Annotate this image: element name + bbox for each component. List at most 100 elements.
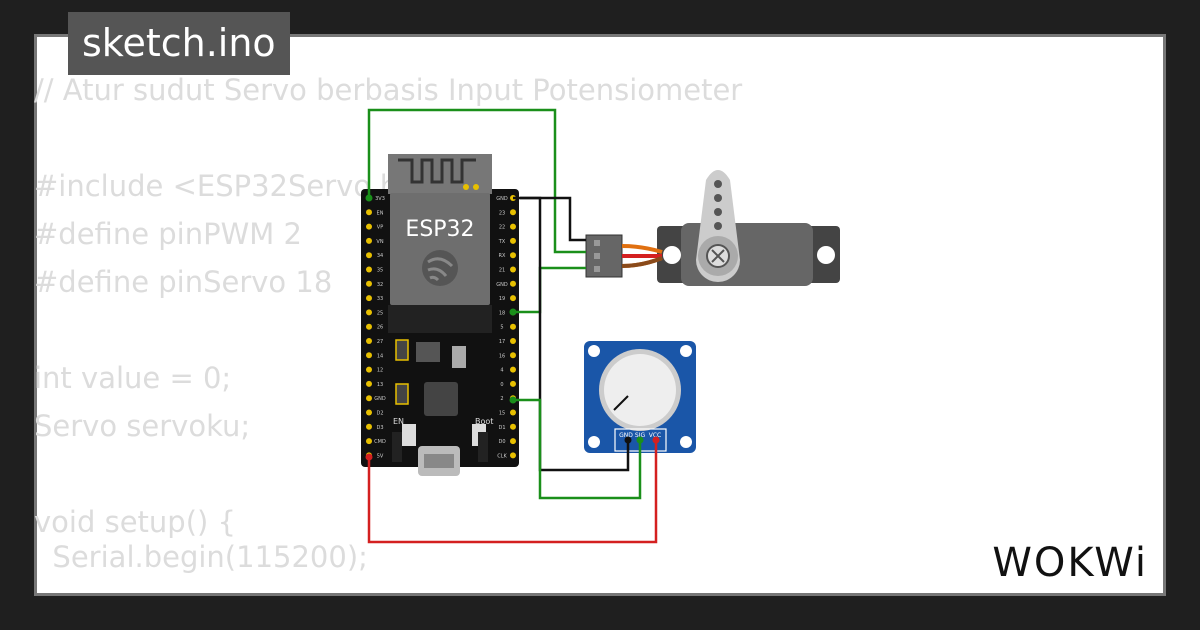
pin-header-dot[interactable] [510, 223, 516, 230]
esp32-board[interactable]: 3V3ENVPVN34353233252627141213GNDD2D3CMD5… [361, 154, 519, 476]
pin-label: 5 [500, 325, 503, 331]
pin-header-dot[interactable] [510, 323, 516, 330]
code-line: #define pinServo 18 [34, 265, 333, 299]
pin-label: 35 [377, 268, 383, 274]
wire-black-gnd-servo [513, 196, 586, 242]
pin-label: GND [496, 196, 508, 202]
pin-label: 17 [499, 339, 505, 345]
pin-header-dot[interactable] [366, 423, 372, 430]
espressif-logo-icon [422, 250, 458, 286]
pin-label: CLK [497, 453, 507, 459]
code-line: // Atur sudut Servo berbasis Input Poten… [34, 73, 743, 107]
code-line: Serial.begin(115200); [34, 540, 368, 574]
pin-label: 4 [500, 368, 503, 374]
pin-header-dot[interactable] [366, 323, 372, 330]
servo-motor[interactable] [657, 170, 840, 286]
pin-label: D0 [498, 439, 505, 445]
pin-header-dot[interactable] [366, 366, 372, 373]
pin-header-dot[interactable] [366, 209, 372, 216]
pin-header-dot[interactable] [366, 338, 372, 344]
pin-header-dot[interactable] [366, 409, 372, 416]
en-button-label: EN [393, 417, 404, 426]
pin-header-dot[interactable] [366, 266, 372, 273]
knob[interactable] [604, 354, 676, 426]
pin-label: 16 [499, 353, 505, 359]
pin-header-dot[interactable] [510, 423, 516, 430]
pin-label: D2 [376, 411, 383, 417]
pin-label: VN [376, 239, 383, 245]
pot-pin-sig-label: SIG [635, 432, 646, 439]
pin-header-dot[interactable] [510, 252, 516, 259]
pin-label: 15 [499, 411, 505, 417]
potentiometer[interactable]: GND SIG VCC [584, 341, 696, 453]
pin-label: EN [377, 210, 384, 216]
pin-label: 25 [377, 310, 383, 316]
pin-label: 32 [377, 282, 383, 288]
pin-label: 0 [500, 382, 503, 388]
pin-header-dot[interactable] [510, 266, 516, 273]
pin-label: 3V3 [375, 196, 385, 202]
pin-header-dot[interactable] [366, 438, 372, 445]
pin-label: RX [499, 253, 506, 259]
pin-header-dot[interactable] [510, 438, 516, 445]
pin-label: 22 [499, 225, 505, 231]
code-line: int value = 0; [34, 361, 232, 395]
pin-label: D3 [376, 425, 383, 431]
file-tab[interactable]: sketch.ino [68, 12, 290, 75]
pin-header-dot[interactable] [366, 309, 372, 316]
pin-header-dot[interactable] [366, 380, 372, 387]
pin-label: 18 [499, 310, 505, 316]
pot-pin-gnd-label: GND [619, 432, 633, 439]
pin-label: 27 [377, 339, 383, 345]
board-label: ESP32 [405, 217, 474, 242]
pin-header-dot[interactable] [366, 223, 372, 230]
pin-label: TX [498, 239, 506, 245]
wokwi-logo: WOKWi [992, 540, 1148, 586]
pin-label: GND [496, 282, 508, 288]
pin-header-dot[interactable] [366, 395, 372, 402]
servo-connector [585, 234, 663, 278]
code-line: #include <ESP32Servo.h> [34, 169, 423, 203]
pin-header-dot[interactable] [366, 252, 372, 259]
pin-header-dot[interactable] [510, 237, 516, 244]
pin-label: 34 [377, 253, 383, 259]
pin-header-dot[interactable] [510, 352, 516, 359]
wire-green-pin2 [513, 398, 642, 500]
wire-green-pin18 [513, 266, 586, 314]
pin-label: 26 [377, 325, 383, 331]
pin-label: 14 [377, 353, 383, 359]
pin-header-dot[interactable] [510, 366, 516, 373]
code-line: #define pinPWM 2 [34, 217, 302, 251]
canvas-card [34, 34, 1166, 596]
code-line: void setup() { [34, 505, 236, 539]
pin-label: D1 [498, 425, 505, 431]
pin-label: 19 [499, 296, 505, 302]
wire-green-servo-signal [367, 108, 586, 254]
code-line: Servo servoku; [34, 409, 251, 443]
wires [367, 108, 658, 544]
pin-header-dot[interactable] [366, 295, 372, 302]
pin-label: 5V [377, 453, 384, 459]
pin-label: 13 [377, 382, 383, 388]
pin-header-dot[interactable] [510, 209, 516, 216]
pin-label: 33 [377, 296, 383, 302]
pin-label: 12 [377, 368, 383, 374]
pin-header-dot[interactable] [510, 338, 516, 344]
pin-header-dot[interactable] [366, 237, 372, 244]
pot-pin-vcc-label: VCC [649, 432, 661, 439]
pin-header-dot[interactable] [510, 409, 516, 416]
pin-label: CMD [374, 439, 386, 445]
pin-header-dot[interactable] [510, 452, 516, 459]
pin-header-dot[interactable] [510, 280, 516, 287]
pin-header-dot[interactable] [510, 380, 516, 387]
pin-label: GND [374, 396, 386, 402]
pin-label: 21 [499, 268, 505, 274]
pin-label: VP [377, 225, 383, 231]
pin-header-dot[interactable] [510, 295, 516, 302]
pin-header-dot[interactable] [366, 352, 372, 359]
boot-button-label: Boot [475, 417, 493, 426]
wire-red-5v [367, 440, 658, 544]
pin-label: 23 [499, 210, 505, 216]
pin-header-dot[interactable] [366, 280, 372, 287]
